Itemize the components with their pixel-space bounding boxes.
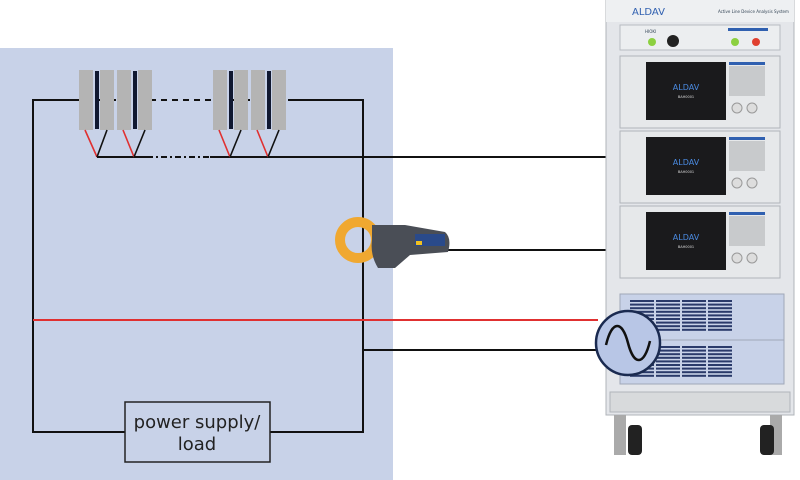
control-brand: HIOKI xyxy=(645,29,656,34)
knob xyxy=(731,177,743,189)
power-analyzer-instrument: ALDAV BAH0001 xyxy=(619,205,781,279)
dut-circuit-wires xyxy=(32,99,612,433)
rack-casters xyxy=(614,415,782,455)
knob xyxy=(746,102,758,114)
battery-cell xyxy=(213,70,248,158)
rack-brand-logo: ALDAV xyxy=(632,7,665,18)
vent-grille xyxy=(708,346,732,377)
instrument-model: BAH0001 xyxy=(678,170,694,174)
ac-source-symbol xyxy=(594,309,662,377)
knob xyxy=(746,177,758,189)
ac-power-unit xyxy=(619,293,785,385)
vent-grille xyxy=(682,346,706,377)
instrument-logo: ALDAV xyxy=(673,83,700,92)
power-supply-load-box: power supply/ load xyxy=(124,401,271,463)
vent-grille xyxy=(708,300,732,331)
indicator-green-2 xyxy=(731,38,739,46)
vent-grille xyxy=(682,300,706,331)
knob xyxy=(746,252,758,264)
instrument-model: BAH0001 xyxy=(678,245,694,249)
power-analyzer-instrument: ALDAV BAH0001 xyxy=(619,55,781,129)
battery-cell xyxy=(117,70,152,158)
vent-grille xyxy=(656,300,680,331)
battery-cell xyxy=(79,70,114,158)
indicator-red xyxy=(752,38,760,46)
instrument-logo: ALDAV xyxy=(673,158,700,167)
battery-cell xyxy=(251,70,286,158)
vent-grille xyxy=(656,346,680,377)
cell-stack xyxy=(79,70,286,158)
load-label-line2: load xyxy=(178,434,216,455)
indicator-green-1 xyxy=(648,38,656,46)
rack-control-panel: HIOKI xyxy=(619,24,781,51)
sine-wave-icon xyxy=(604,324,652,362)
instrument-model: BAH0001 xyxy=(678,95,694,99)
instrument-logo: ALDAV xyxy=(673,233,700,242)
knob xyxy=(731,252,743,264)
power-analyzer-instrument: ALDAV BAH0001 xyxy=(619,130,781,204)
load-label-line1: power supply/ xyxy=(134,412,262,433)
current-clamp-probe xyxy=(335,217,450,268)
rotary-switch xyxy=(667,35,679,47)
knob xyxy=(731,102,743,114)
rack-subtitle: Active Line Device Analysis System xyxy=(718,9,789,14)
